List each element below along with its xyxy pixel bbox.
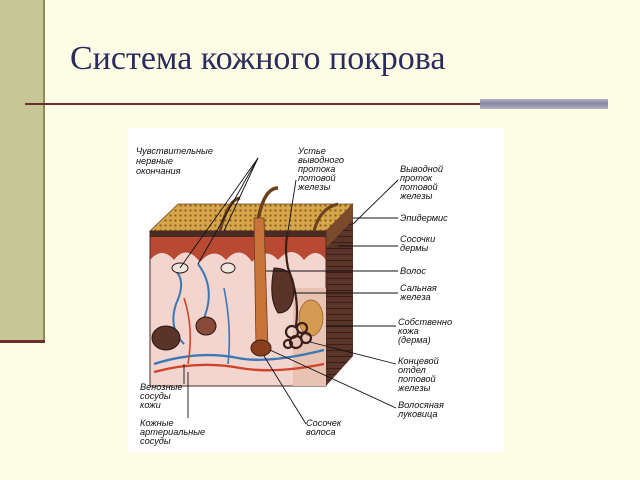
skin-section-figure: Чувствительные нервные окончания Устье в… [128, 128, 504, 452]
side-bar-end [0, 340, 45, 343]
gland-section [195, 316, 217, 336]
hair-bulb [250, 339, 272, 357]
skin-surface [149, 203, 354, 232]
label-sweat-duct-opening: Устье выводного протока потовой железы [297, 146, 347, 192]
label-sweat-gland-terminal: Концевой отдел потовой железы [397, 356, 441, 393]
label-venous-vessels: Венозные сосуды кожи [140, 382, 185, 410]
label-hair-bulb: Волосяная луковица [397, 400, 446, 419]
skin-block [149, 186, 354, 387]
title-rule-accent [480, 99, 608, 109]
label-dermis: Собственно кожа (дерма) [398, 317, 455, 345]
title-rule [25, 103, 480, 105]
arterial-vessel [153, 362, 325, 374]
stratum-corneum [150, 231, 326, 237]
pacinian-corpuscle [151, 325, 181, 351]
label-epidermis: Эпидермис [400, 213, 448, 223]
hair-shaft-top [256, 186, 279, 221]
label-hair: Волос [400, 266, 426, 276]
epidermis-layer [150, 231, 326, 262]
skin-section-diagram: Чувствительные нервные окончания Устье в… [136, 146, 455, 446]
label-arterial-vessels: Кожные артериальные сосуды [140, 418, 208, 446]
side-epidermis [326, 204, 353, 248]
fat-lobule [298, 299, 324, 337]
slide-title: Система кожного покрова [70, 40, 446, 77]
hair-shaft-2 [218, 196, 241, 232]
sweat-gland-coil [282, 230, 313, 350]
label-hair-papilla: Сосочек волоса [306, 418, 344, 437]
skin-side-face [326, 204, 353, 386]
venous-vessel [153, 348, 325, 366]
label-sebaceous-gland: Сальная железа [399, 283, 439, 302]
hair-shaft-3 [312, 202, 339, 232]
side-bar [0, 0, 45, 340]
label-sweat-duct: Выводной проток потовой железы [399, 164, 446, 201]
label-sensory-nerve-endings: Чувствительные нервные окончания [136, 146, 216, 176]
label-dermal-papillae: Сосочки дермы [400, 234, 438, 253]
leader-lines [179, 157, 399, 425]
